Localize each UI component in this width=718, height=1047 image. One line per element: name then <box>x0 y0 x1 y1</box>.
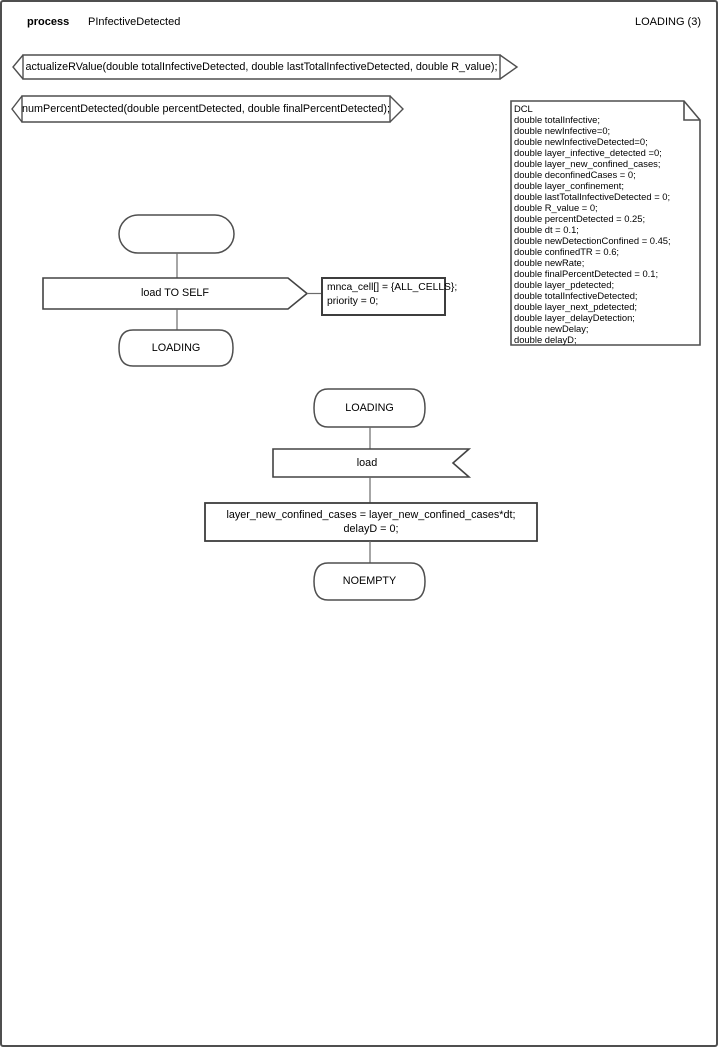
state-symbol-loading-main <box>313 388 426 428</box>
procedure-signature-numPercentDetected: numPercentDetected(double percentDetecte… <box>22 102 390 115</box>
task-symbol-shape <box>204 502 538 542</box>
output-symbol-label: load TO SELF <box>140 287 210 299</box>
state-label-noempty: NOEMPTY <box>342 575 397 587</box>
state-label-loading-main: LOADING <box>345 401 394 414</box>
procedure-symbol-actualizeRValue <box>12 54 519 80</box>
procedure-symbol-numPercentDetected <box>11 95 404 123</box>
start-symbol <box>118 214 235 254</box>
comment-box-text: mnca_cell[] = {ALL_CELLS}; priority = 0; <box>327 282 458 307</box>
state-symbol-noempty <box>313 562 426 601</box>
diagram-kind-label: process <box>27 16 70 28</box>
input-symbol-shape <box>272 448 472 478</box>
declaration-note-text: DCL double totalInfective; double newInf… <box>514 103 671 345</box>
declaration-note-shape <box>510 100 701 346</box>
input-symbol-label: load <box>356 456 378 469</box>
state-label-loading-left: LOADING <box>151 341 201 354</box>
procedure-signature-actualizeRValue: actualizeRValue(double totalInfectiveDet… <box>25 60 498 73</box>
task-symbol-text: layer_new_confined_cases = layer_new_con… <box>226 509 516 535</box>
comment-box-shape <box>321 277 446 316</box>
output-symbol-shape <box>42 277 309 310</box>
state-symbol-loading-left <box>118 329 234 367</box>
page-reference: LOADING (3) <box>634 16 701 28</box>
note-fold-corner <box>683 101 700 121</box>
process-name: PInfectiveDetected <box>88 16 181 28</box>
